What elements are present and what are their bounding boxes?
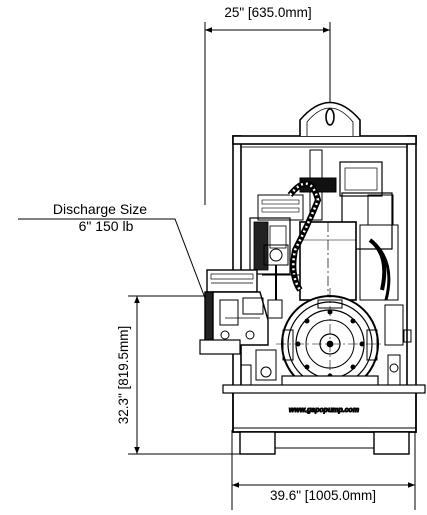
base-skid: www.gapopump.com <box>222 384 426 455</box>
pump-assembly: www.gapopump.com <box>199 101 426 455</box>
base-width-dimension: 39.6" [1005.0mm] <box>231 430 416 510</box>
pump-volute <box>276 288 384 396</box>
discharge-rating-label: 6" 150 lb <box>79 218 134 234</box>
engine-block <box>249 149 399 301</box>
top-width-label: 25" [635.0mm] <box>224 5 311 20</box>
discharge-flange <box>199 269 283 381</box>
base-width-label: 39.6" [1005.0mm] <box>270 488 376 503</box>
top-width-dimension: 25" [635.0mm] <box>204 5 331 205</box>
discharge-callout: Discharge Size 6" 150 lb <box>18 201 206 299</box>
height-label: 32.3" [819.5mm] <box>116 326 131 425</box>
discharge-size-label: Discharge Size <box>53 201 147 217</box>
height-dimension: 32.3" [819.5mm] <box>116 295 240 455</box>
base-brand-marking: www.gapopump.com <box>289 407 359 414</box>
